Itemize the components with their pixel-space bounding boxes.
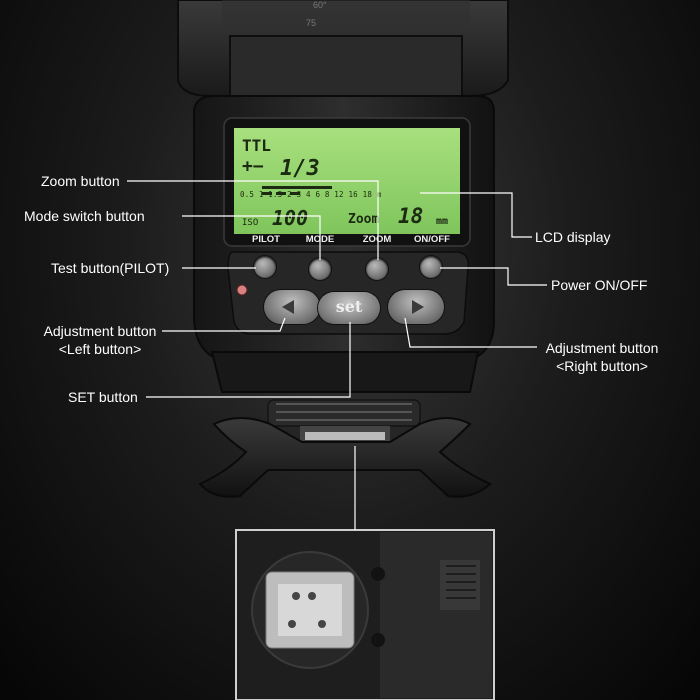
inset-hot-shoe-photo bbox=[235, 529, 495, 700]
test-button-callout: Test button(PILOT) bbox=[51, 260, 170, 276]
leader-lcd bbox=[420, 192, 532, 238]
left-arrow-icon bbox=[282, 300, 294, 314]
zoom-label: ZOOM bbox=[362, 234, 392, 245]
ready-led bbox=[236, 284, 248, 296]
adjust-left-line1: Adjustment button bbox=[43, 323, 157, 339]
lcd-iso-value: 100 bbox=[272, 206, 309, 230]
set-button-callout: SET button bbox=[68, 389, 138, 405]
lcd-unit: mm bbox=[436, 216, 449, 227]
hot-shoe-foot bbox=[267, 399, 421, 444]
left-adjust-button[interactable] bbox=[264, 290, 320, 324]
lcd-mode: TTL bbox=[242, 136, 271, 155]
mode-button[interactable] bbox=[309, 258, 331, 280]
pilot-button[interactable] bbox=[254, 256, 276, 278]
head-mark-60: 60° bbox=[313, 0, 327, 10]
onoff-label: ON/OFF bbox=[414, 234, 450, 245]
lcd-zoom-value: 18 bbox=[398, 204, 424, 228]
power-button[interactable] bbox=[420, 256, 442, 278]
right-adjust-button[interactable] bbox=[388, 290, 444, 324]
adjust-left-line2: <Left button> bbox=[58, 341, 142, 357]
lcd-iso-label: ISO bbox=[242, 218, 259, 228]
lcd-ratio: 1/3 bbox=[280, 156, 320, 181]
leader-zoom bbox=[127, 180, 379, 260]
pilot-label: PILOT bbox=[252, 234, 280, 245]
leader-right bbox=[404, 317, 537, 348]
lower-body bbox=[210, 351, 480, 393]
flash-stand bbox=[198, 417, 492, 498]
lcd-display-callout: LCD display bbox=[535, 229, 611, 245]
lcd-distance-scale: 0.5 1 1.5 2 3 4 6 8 12 16 18 m bbox=[240, 190, 382, 199]
leader-set bbox=[146, 322, 351, 398]
adjust-left-callout: Adjustment button <Left button> bbox=[40, 322, 160, 358]
adjust-right-line1: Adjustment button bbox=[545, 340, 659, 356]
leader-left bbox=[162, 317, 286, 332]
zoom-button-callout: Zoom button bbox=[41, 173, 120, 189]
leader-mode bbox=[182, 215, 321, 260]
adjust-right-callout: Adjustment button <Right button> bbox=[540, 339, 664, 375]
lcd-readout: TTL +− 1/3 0.5 1 1.5 2 3 4 6 8 12 16 18 … bbox=[236, 132, 456, 232]
flash-head bbox=[177, 0, 509, 97]
zoom-button[interactable] bbox=[366, 258, 388, 280]
right-arrow-icon bbox=[412, 300, 424, 314]
lcd-plusminus: +− bbox=[242, 156, 264, 177]
mode-switch-callout: Mode switch button bbox=[24, 208, 145, 224]
adjust-right-line2: <Right button> bbox=[556, 358, 648, 374]
set-button[interactable]: set bbox=[318, 292, 380, 324]
lcd-zoom-label: Zoom bbox=[348, 212, 380, 227]
power-callout: Power ON/OFF bbox=[551, 277, 648, 293]
leader-power bbox=[440, 267, 547, 286]
lcd-bars bbox=[262, 186, 332, 195]
head-mark-75: 75 bbox=[306, 18, 316, 28]
